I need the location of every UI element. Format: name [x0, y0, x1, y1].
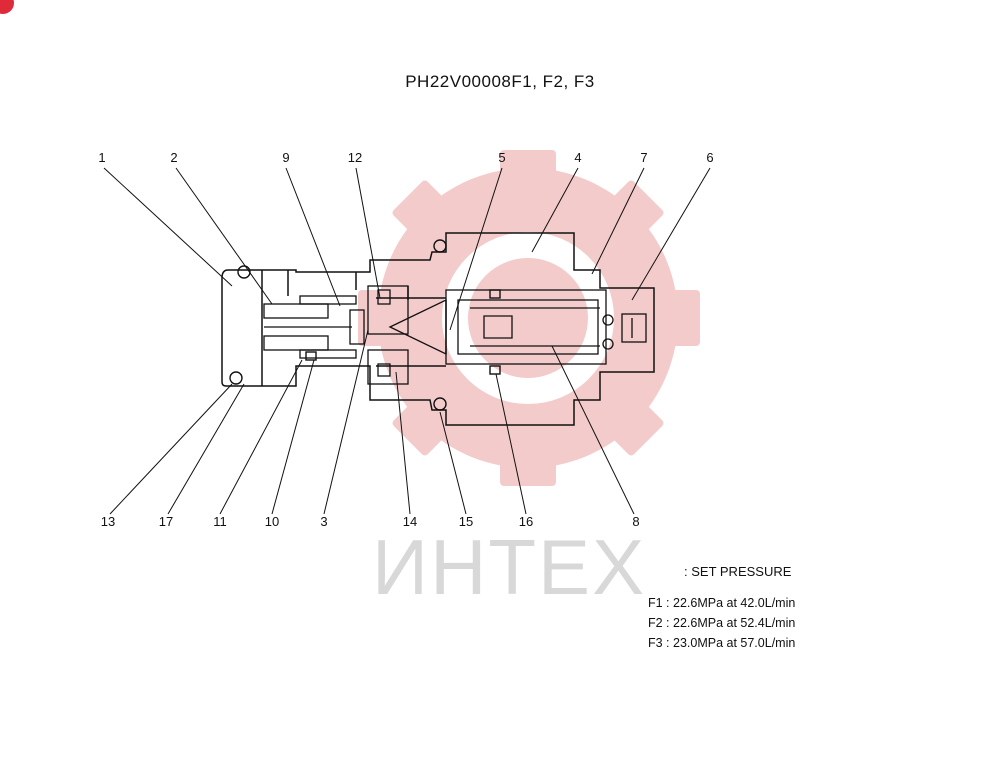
legend-row-f3: F3 : 23.0MPa at 57.0L/min: [648, 636, 796, 650]
poppet-assembly: [263, 285, 447, 385]
callout-4: 4: [574, 150, 581, 165]
callout-labels-bottom: 13 17 11 10 3 14 15 16 8: [101, 514, 640, 529]
gear-logo-icon: [358, 150, 700, 486]
callout-15: 15: [459, 514, 473, 529]
callout-16: 16: [519, 514, 533, 529]
callout-2: 2: [170, 150, 177, 165]
valve-body-outline: [221, 232, 655, 426]
corner-badge: [0, 0, 14, 14]
callout-17: 17: [159, 514, 173, 529]
legend-row-f1: F1 : 22.6MPa at 42.0L/min: [648, 596, 796, 610]
callout-6: 6: [706, 150, 713, 165]
legend-heading: : SET PRESSURE: [684, 564, 792, 579]
spring-housing: [445, 289, 647, 365]
callout-labels-top: 1 2 9 12 5 4 7 6: [98, 150, 713, 165]
callout-12: 12: [348, 150, 362, 165]
callout-14: 14: [403, 514, 417, 529]
callout-8: 8: [632, 514, 639, 529]
callout-11: 11: [213, 514, 227, 529]
callout-9: 9: [282, 150, 289, 165]
callout-7: 7: [640, 150, 647, 165]
callout-13: 13: [101, 514, 115, 529]
callout-3: 3: [320, 514, 327, 529]
set-pressure-legend: : SET PRESSURE F1 : 22.6MPa at 42.0L/min…: [648, 562, 795, 653]
legend-row-f2: F2 : 22.6MPa at 52.4L/min: [648, 616, 796, 630]
callout-10: 10: [265, 514, 279, 529]
callout-5: 5: [498, 150, 505, 165]
watermark-text: ИНТЕХ: [372, 523, 647, 611]
page-title: PH22V00008F1, F2, F3: [405, 72, 595, 91]
leader-lines: [103, 167, 711, 515]
o-rings: [229, 239, 501, 411]
callout-1: 1: [98, 150, 105, 165]
